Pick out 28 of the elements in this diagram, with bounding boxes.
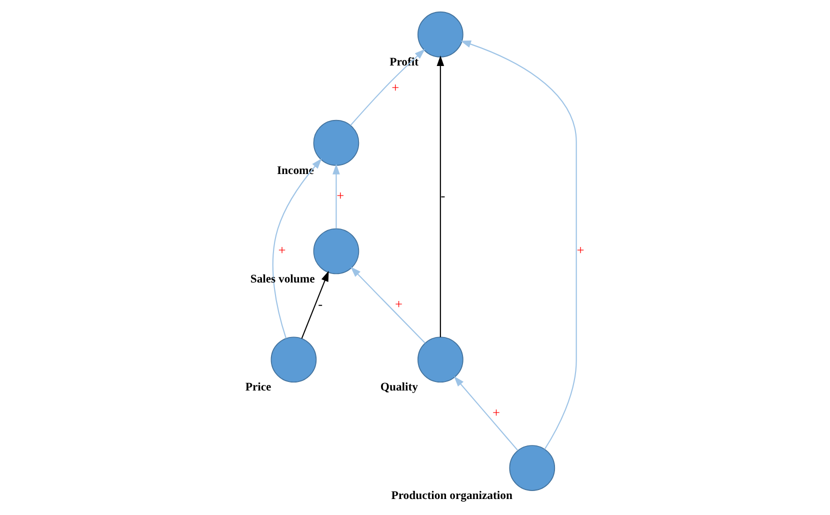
node-label: Sales volume bbox=[250, 272, 315, 286]
node-circle bbox=[313, 228, 360, 274]
node-label: Production organization bbox=[391, 489, 512, 502]
arrow bbox=[301, 270, 329, 339]
node-label: Price bbox=[245, 380, 272, 394]
edge-label: - bbox=[318, 296, 323, 312]
edge-label: + bbox=[278, 242, 286, 258]
edge-label: + bbox=[336, 188, 344, 204]
node-circle bbox=[509, 445, 556, 491]
arrow bbox=[350, 266, 426, 344]
edge-label: + bbox=[394, 296, 403, 312]
arrow bbox=[272, 158, 322, 338]
arrow bbox=[350, 48, 426, 126]
node-label: Quality bbox=[380, 380, 418, 394]
edge-label: - bbox=[440, 188, 446, 204]
arrow bbox=[460, 40, 577, 450]
node-circle bbox=[313, 120, 360, 166]
arrow bbox=[436, 56, 444, 338]
arrow bbox=[332, 164, 340, 229]
arrow bbox=[454, 376, 518, 451]
edge-label: + bbox=[392, 80, 400, 95]
node-circle bbox=[418, 12, 464, 58]
node-circle bbox=[270, 336, 317, 383]
node-circle bbox=[418, 336, 464, 383]
edge-label: + bbox=[492, 404, 500, 420]
edge-label: + bbox=[576, 242, 584, 258]
node-label: Profit bbox=[390, 55, 418, 68]
node-label: Income bbox=[277, 164, 314, 177]
